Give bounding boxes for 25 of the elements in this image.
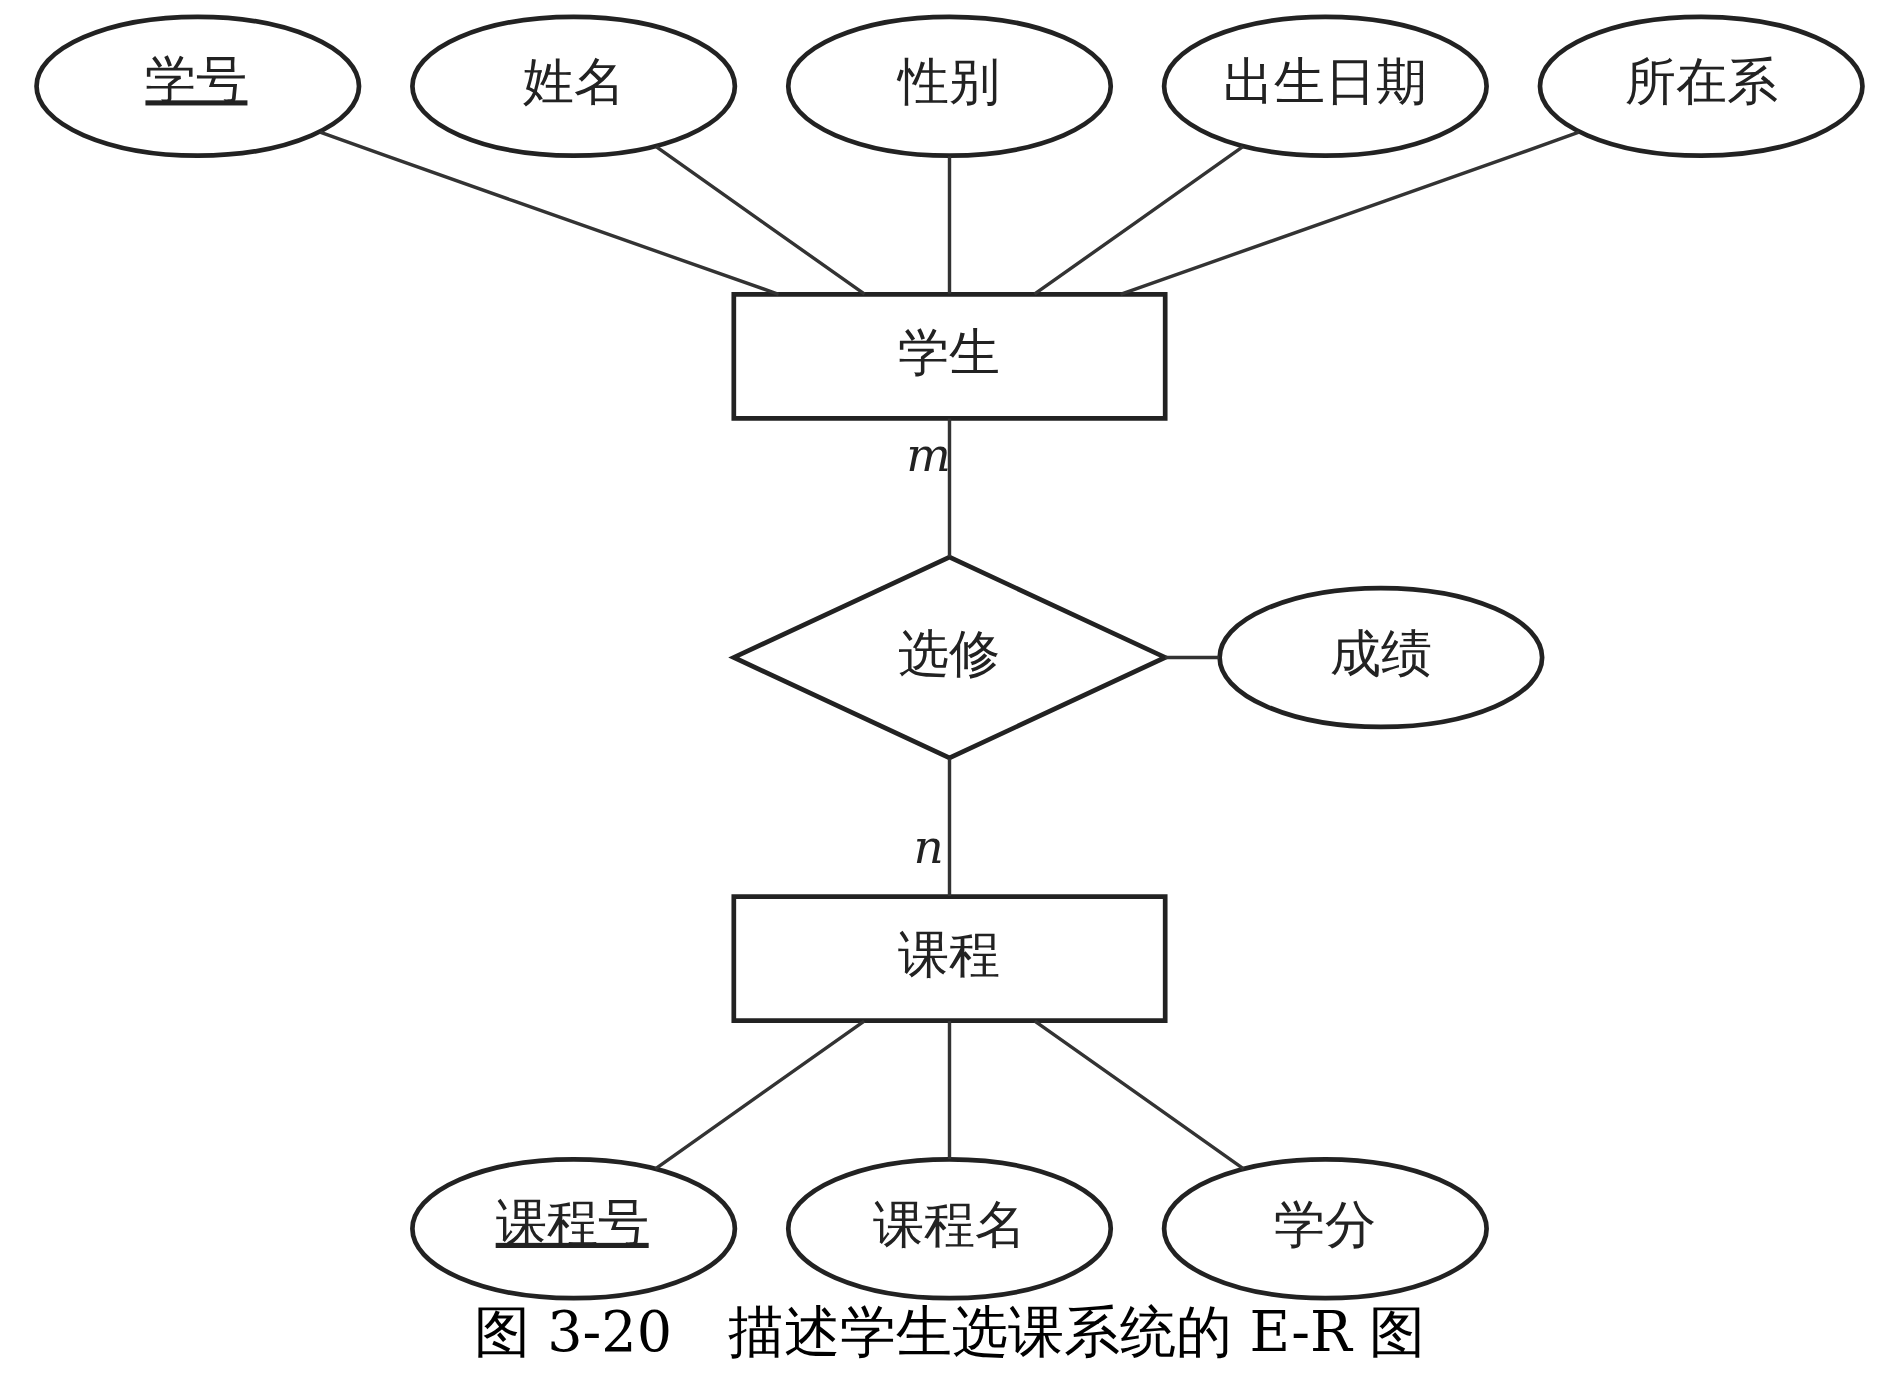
connector xyxy=(1165,655,1220,660)
node-ellipse: 课程号 xyxy=(410,1157,738,1301)
node-ellipse: 出生日期 xyxy=(1161,14,1489,158)
node-ellipse: 所在系 xyxy=(1537,14,1865,158)
node-box: 学生 xyxy=(731,292,1168,421)
node-box: 课程 xyxy=(731,894,1168,1023)
connector xyxy=(1033,1019,1245,1171)
connector xyxy=(947,156,952,294)
node-ellipse: 学分 xyxy=(1161,1157,1489,1301)
connector xyxy=(1033,145,1244,296)
node-ellipse: 课程名 xyxy=(785,1157,1114,1301)
connector xyxy=(1119,130,1580,296)
edge-label: m xyxy=(906,426,951,482)
node-ellipse: 性别 xyxy=(785,14,1114,158)
node-ellipse: 成绩 xyxy=(1217,585,1545,730)
caption: 图 3-20 描述学生选课系统的 E-R 图 xyxy=(473,1299,1426,1365)
node-ellipse: 姓名 xyxy=(410,14,738,158)
connector xyxy=(319,130,780,296)
connector xyxy=(654,1019,866,1171)
connector xyxy=(947,418,952,557)
connector xyxy=(655,145,866,296)
edge-label: n xyxy=(913,819,944,875)
connector xyxy=(947,1021,952,1160)
node-ellipse: 学号 xyxy=(34,14,362,158)
connector xyxy=(947,758,952,897)
